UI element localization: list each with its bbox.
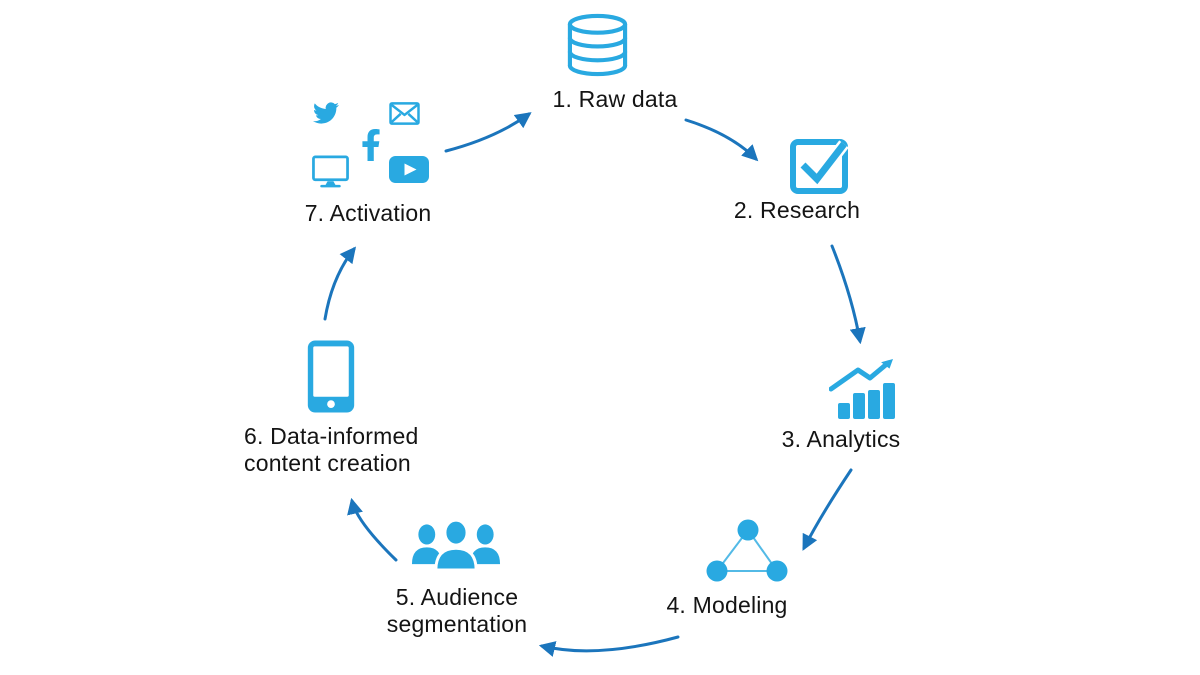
step-2-label: 2. Research — [733, 197, 861, 223]
step-5-label-line1: 5. Audience — [395, 584, 519, 610]
step-4-label: 4. Modeling — [666, 592, 788, 618]
step-6-label-line1: 6. Data-informed — [244, 423, 419, 449]
arrow-3-to-4 — [802, 468, 853, 551]
step-3-label: 3. Analytics — [781, 426, 901, 452]
monitor-icon — [312, 155, 349, 188]
bar-chart-trend-icon — [828, 357, 895, 419]
email-icon — [389, 102, 420, 125]
audience-group-icon — [411, 518, 501, 572]
step-7-label: 7. Activation — [304, 200, 432, 226]
checkbox-icon — [789, 136, 849, 194]
step-1-label: 1. Raw data — [552, 86, 678, 112]
tablet-icon — [307, 340, 355, 413]
step-6-label-line2: content creation — [244, 450, 411, 476]
arrow-5-to-6 — [347, 497, 398, 562]
arrow-7-to-1 — [444, 112, 532, 153]
network-triangle-icon — [706, 519, 788, 582]
step-5-label-line2: segmentation — [386, 611, 528, 637]
step-6-label: 6. Data-informed content creation — [244, 423, 474, 477]
arrow-4-to-5 — [538, 635, 680, 657]
step-5-label: 5. Audience segmentation — [372, 584, 542, 638]
arrow-1-to-2 — [684, 118, 759, 162]
facebook-icon — [361, 128, 381, 162]
twitter-icon — [310, 100, 342, 126]
database-icon — [565, 13, 630, 77]
arrow-6-to-7 — [323, 246, 357, 321]
arrow-2-to-3 — [830, 244, 866, 345]
youtube-icon — [389, 156, 429, 183]
